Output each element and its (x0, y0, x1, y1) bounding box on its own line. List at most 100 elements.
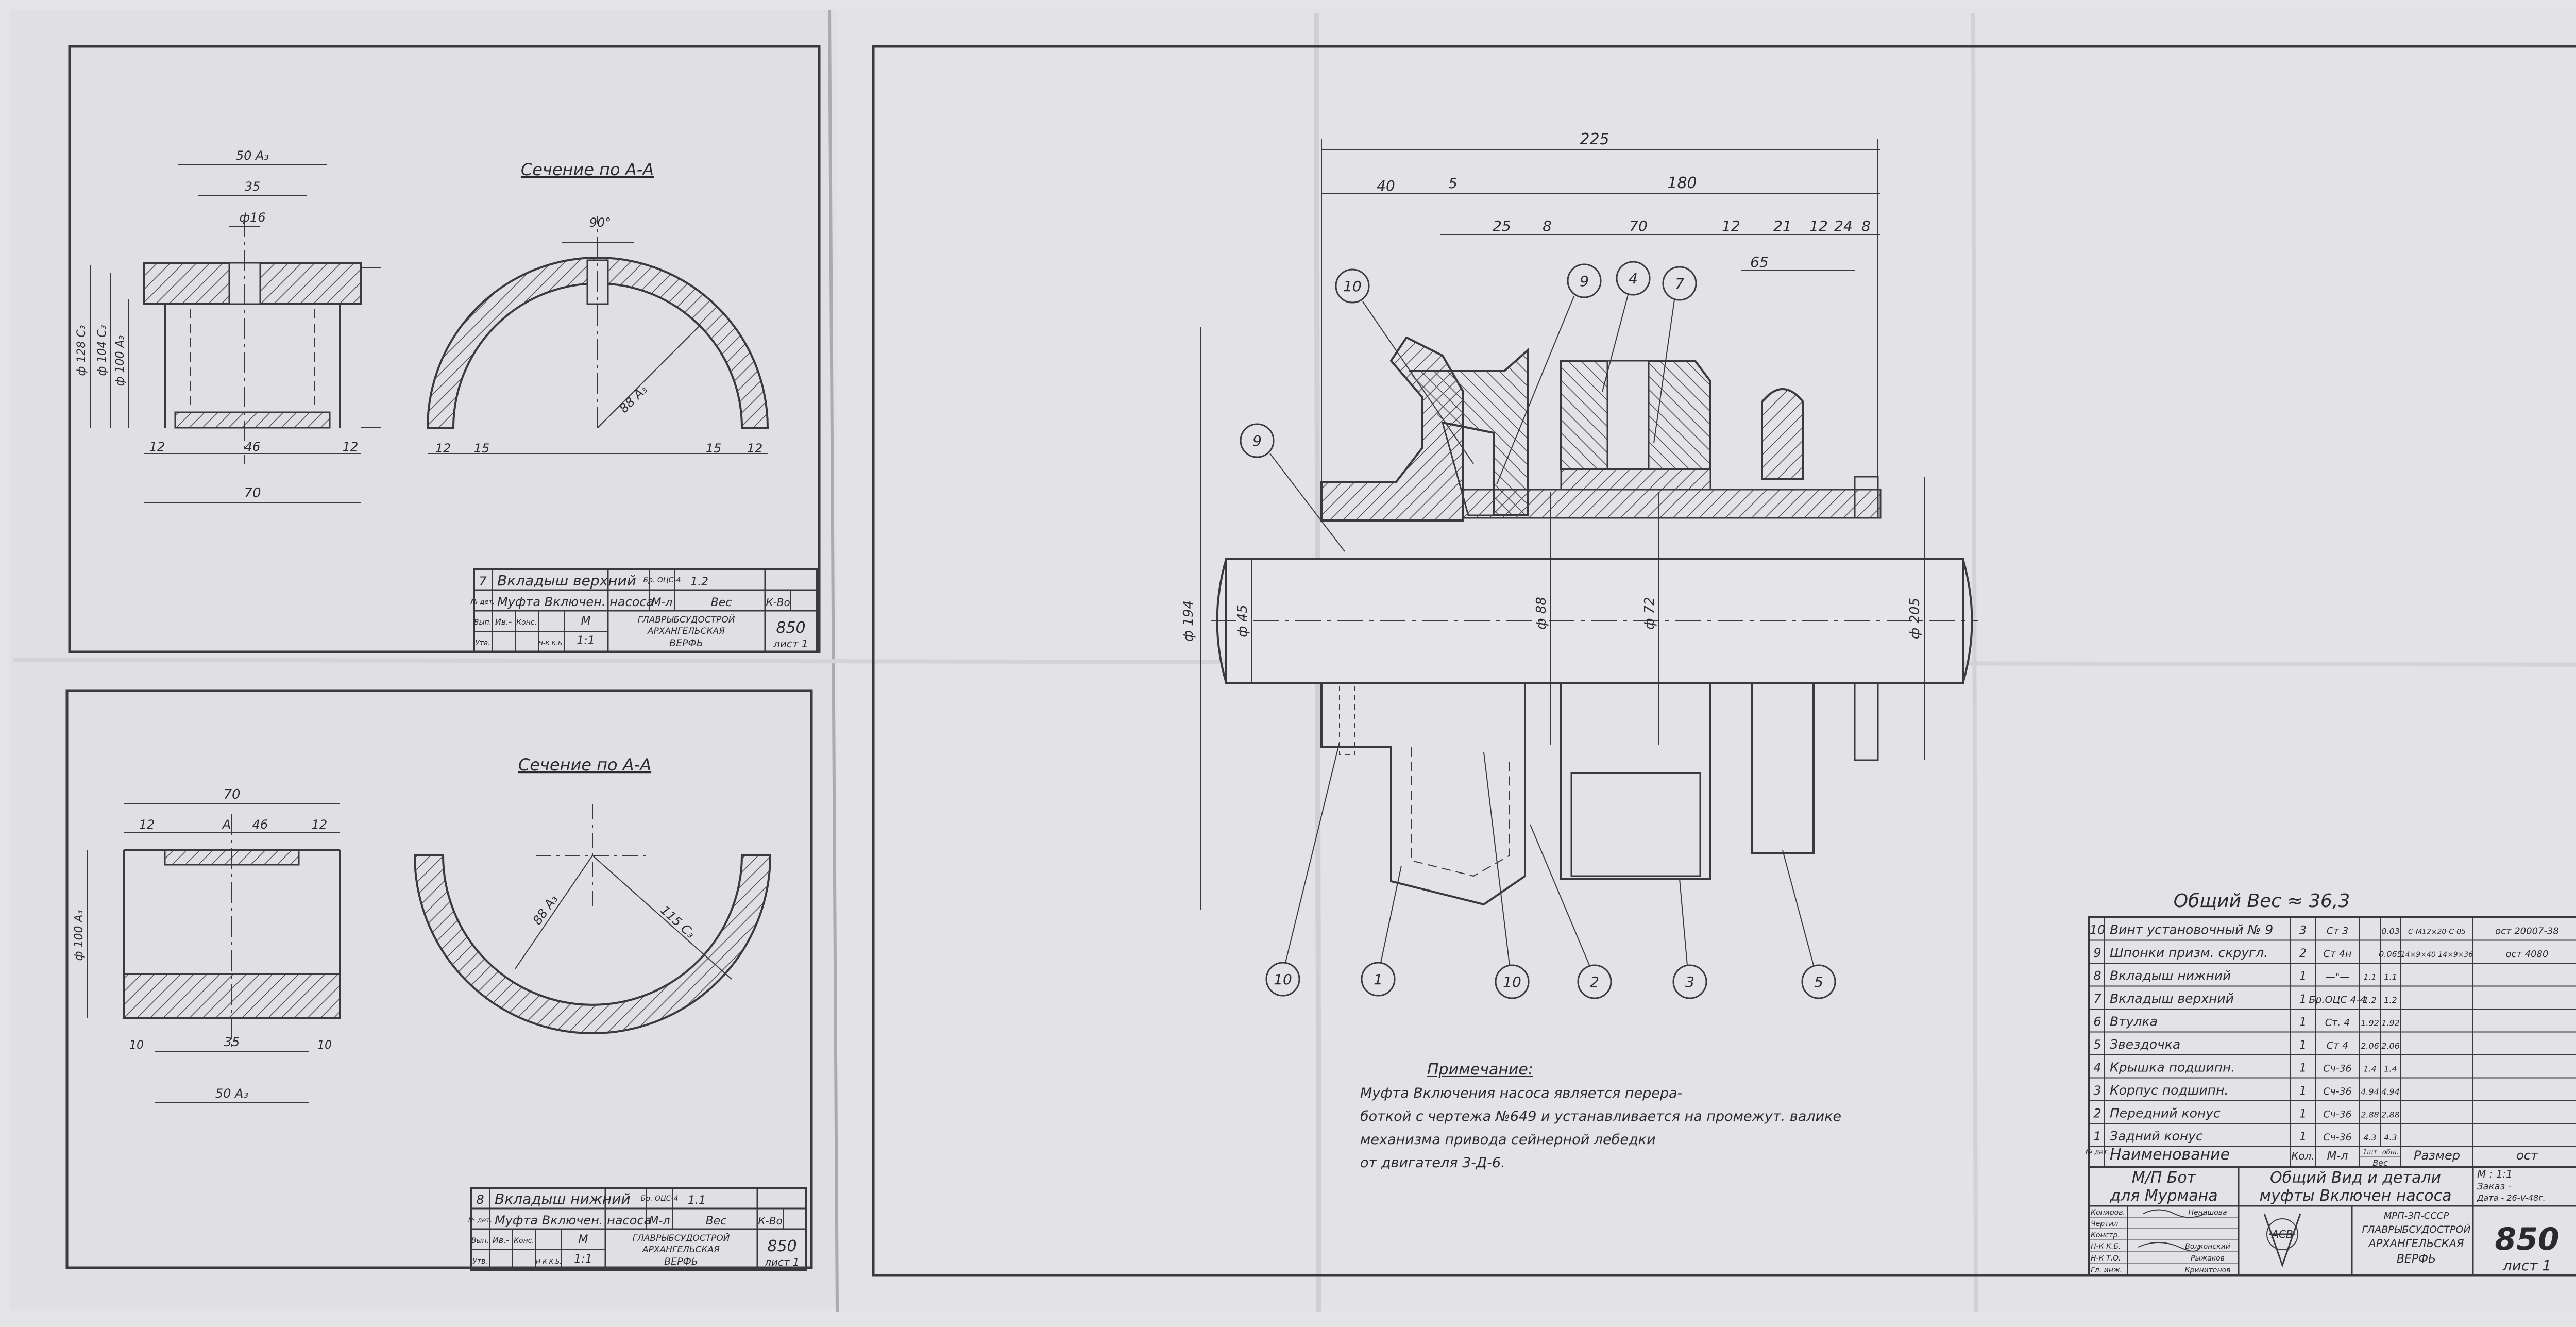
dim-40: 40 (1377, 177, 1395, 194)
lstamp-row4-b: Н-К К.Б. (536, 1258, 562, 1265)
bom-cell-w1: 1.2 (2363, 995, 2376, 1005)
bom-cell-w1: 4.3 (2363, 1133, 2376, 1143)
bom-header-name: Наименование (2110, 1146, 2230, 1164)
title-vessel-2: для Мурмана (2109, 1187, 2217, 1205)
lower-dim-side-l: 10 (129, 1039, 144, 1052)
bom-cell-mat: Сч-36 (2323, 1132, 2352, 1143)
bom-header-size: Размер (2414, 1148, 2460, 1163)
sleeve-collar-lower (1854, 682, 1879, 761)
stamp-sheet-no: 850 (776, 619, 805, 637)
signature-1 (2143, 1209, 2206, 1218)
bom-cell-no: 10 (2090, 923, 2106, 937)
title-org-2: АРХАНГЕЛЬСКАЯ (2367, 1237, 2464, 1250)
section-half-ring (426, 257, 769, 429)
lstamp-row3-c: Конс. (514, 1237, 534, 1245)
bom-cell-note: ост 4080 (2506, 949, 2549, 960)
svg-text:9: 9 (1580, 273, 1589, 290)
balloon-bottom-4: 2 (1530, 824, 1612, 999)
lower-dim-middle: 46 (252, 817, 268, 832)
role-4: Н-К К.Б. (2091, 1242, 2121, 1251)
lstamp-scale: 1:1 (574, 1253, 592, 1266)
dim-inner: 35 (245, 179, 261, 194)
svg-text:4: 4 (1629, 270, 1638, 287)
bom-cell-dim: С-М12×20-С-05 (2408, 928, 2466, 936)
bom-cell-name: Вкладыш верхний (2110, 991, 2234, 1006)
bom-cell-w1: 1.92 (2361, 1018, 2379, 1028)
lstamp-row2-wt: Вес (706, 1215, 727, 1228)
dim-8: 8 (1543, 217, 1552, 234)
svg-text:3: 3 (1685, 973, 1694, 990)
name-1: Ненашова (2188, 1208, 2227, 1217)
dim-angle: 90° (589, 215, 612, 230)
dim-24: 24 (1834, 217, 1853, 234)
bom-cell-w2: 1.2 (2384, 995, 2397, 1005)
bom-cell-w2: 4.3 (2384, 1133, 2397, 1143)
bom-cell-name: Передний конус (2110, 1106, 2221, 1121)
lstamp-row2-no: № дет. (468, 1217, 492, 1224)
stamp-scale: 1:1 (577, 634, 595, 647)
bom-cell-qty: 1 (2299, 1016, 2307, 1029)
section-title: Сечение по А-А (521, 160, 654, 179)
dim-overall-bottom: 70 (244, 485, 261, 501)
signature-2 (2138, 1242, 2200, 1252)
note-heading: Примечание: (1427, 1061, 1533, 1079)
bom-cell-mat: —"— (2326, 971, 2350, 983)
dim-hole: ф16 (239, 210, 265, 225)
dim-21: 21 (1773, 217, 1792, 234)
bom-cell-no: 6 (2093, 1015, 2101, 1029)
dim-right-side: 12 (343, 440, 359, 454)
lstamp-org-2: АРХАНГЕЛЬСКАЯ (642, 1245, 720, 1255)
lower-dim-right: 12 (312, 817, 328, 832)
dim-72: ф 72 (1642, 597, 1657, 630)
lstamp-sheet-no: 850 (767, 1237, 796, 1255)
stamp-row2-k: К-Во (766, 596, 790, 609)
lstamp-row1-no: 8 (476, 1192, 484, 1207)
stamp-row1-mat: Бр. ОЦС-4 (643, 576, 681, 584)
dim-12b: 12 (1809, 217, 1828, 234)
dim-dia-1: ф 128 С₃ (75, 325, 88, 376)
title-ministry: МРП-ЗП-СССР (2384, 1211, 2449, 1221)
sprocket-lower (1751, 682, 1815, 854)
svg-text:10: 10 (1274, 971, 1292, 988)
stamp-row4-b: Н-К К.Б. (538, 640, 564, 647)
bom-cell-mat: Бр.ОЦС 4-4 (2309, 994, 2366, 1005)
title-sheet-no: 850 (2495, 1221, 2559, 1257)
bom-cell-w2: 2.06 (2381, 1041, 2400, 1051)
stamp-row3-sig: Ив.- (495, 617, 512, 627)
bom-cell-qty: 1 (2299, 1131, 2307, 1144)
title-order: Заказ - (2477, 1181, 2511, 1192)
bom-cell-name: Крышка подшипн. (2110, 1060, 2235, 1075)
bom-cell-name: Винт установочный № 9 (2110, 922, 2273, 937)
role-5: Н-К Т.О. (2091, 1254, 2121, 1263)
lstamp-row2-k: К-Во (758, 1215, 782, 1227)
dim-overall-top: 50 А₃ (236, 148, 269, 163)
bushing-bottom-hatch (174, 411, 331, 429)
lstamp-row1-name: Вкладыш нижний (495, 1190, 631, 1207)
bearing-liner-hatch (1560, 468, 1711, 491)
bom-cell-w1: 4.94 (2361, 1087, 2379, 1097)
sprocket-tooth-hatch (1761, 388, 1804, 480)
balloon-bottom-6: 5 (1782, 850, 1836, 999)
bom-cell-name: Шпонки призм. скругл. (2110, 945, 2268, 960)
lstamp-row2-m: М-л (649, 1215, 670, 1228)
lstamp-row2-name: Муфта Включен. насоса (495, 1213, 651, 1228)
lower-dim-overall-top: 70 (223, 787, 240, 802)
bom-cell-mat: Ст 4 (2327, 1040, 2348, 1051)
lower-dim-bottom-text: 50 А₃ (215, 1086, 248, 1101)
title-block-frame (2088, 1166, 2576, 1276)
bom-header-mat: М-л (2327, 1150, 2348, 1163)
lstamp-sheet-label: лист 1 (764, 1256, 800, 1268)
name-3: Рыжаков (2191, 1254, 2225, 1263)
bom-header-weight: Вес (2372, 1158, 2388, 1168)
sect-dim-right-2: 12 (747, 441, 763, 456)
role-6: Гл. инж. (2091, 1266, 2122, 1274)
sect-dim-right-1: 15 (706, 441, 722, 456)
logo-text: АСВ (2270, 1228, 2293, 1240)
bom-cell-no: 5 (2093, 1037, 2101, 1052)
balloon-bottom-2: 1 (1361, 865, 1402, 997)
bom-cell-qty: 1 (2299, 970, 2307, 983)
bom-cell-qty: 2 (2299, 947, 2307, 960)
bom-cell-mat: Ст. 4 (2325, 1017, 2350, 1029)
svg-text:10: 10 (1503, 973, 1521, 990)
